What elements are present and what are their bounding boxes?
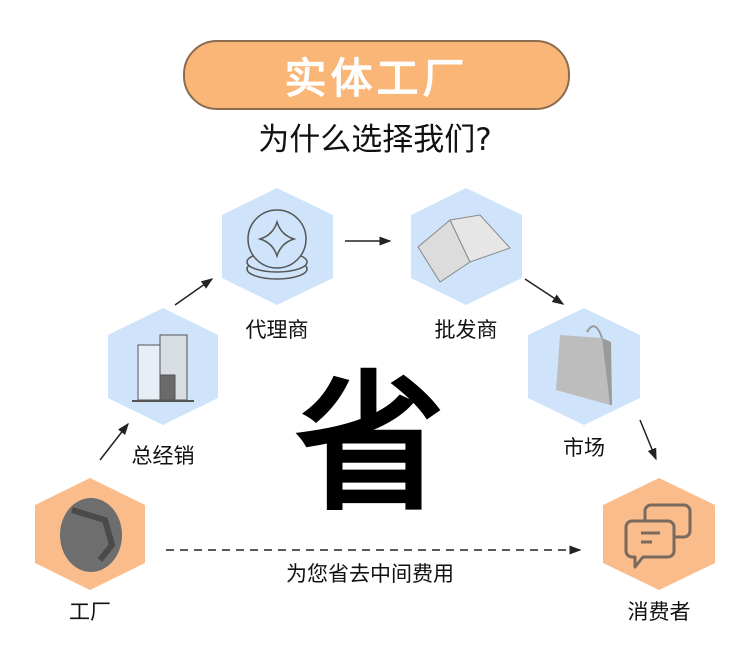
save-caption: 为您省去中间费用 xyxy=(286,562,454,586)
label-distributor: 总经销 xyxy=(131,444,195,468)
title-text: 实体工厂 xyxy=(284,53,469,103)
book-icon xyxy=(417,214,511,283)
shopping-bag-icon xyxy=(556,325,612,405)
gear-hand-icon xyxy=(60,498,122,572)
subtitle: 为什么选择我们? xyxy=(258,122,492,158)
label-factory: 工厂 xyxy=(69,600,111,624)
coin-icon xyxy=(246,209,308,280)
title-banner: 实体工厂 xyxy=(183,40,570,110)
building-icon xyxy=(132,334,194,402)
label-consumer: 消费者 xyxy=(627,600,691,624)
save-character: 省 xyxy=(294,358,445,532)
arrow-factory-distributor xyxy=(99,422,129,461)
label-agent: 代理商 xyxy=(245,318,309,342)
arrow-market-consumer xyxy=(639,419,657,461)
label-wholesaler: 批发商 xyxy=(434,318,498,342)
arrow-distributor-agent xyxy=(174,278,214,306)
label-market: 市场 xyxy=(563,436,605,460)
chat-bubbles-icon xyxy=(624,503,692,569)
arrow-wholesaler-market xyxy=(524,278,565,305)
